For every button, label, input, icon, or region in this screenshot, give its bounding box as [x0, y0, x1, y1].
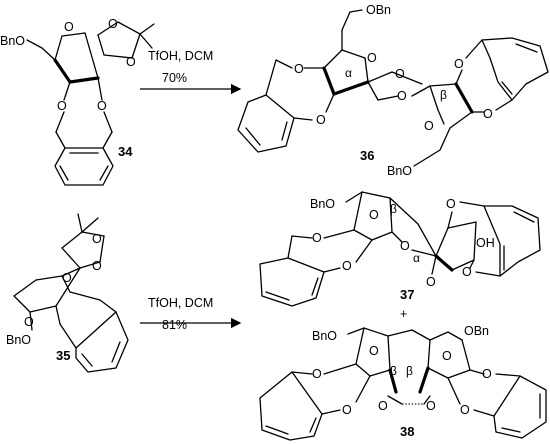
ring-oxygen-37-e: O [446, 197, 456, 211]
compound-38-bno-left: BnO [312, 329, 337, 343]
compound-36-obn-top: OBn [366, 3, 391, 17]
compound-34-structure: BnO O O O O O 34 [0, 17, 155, 186]
spiro-oxygen-a: O [397, 89, 407, 103]
compound-38-obn-right: OBn [464, 324, 489, 338]
dioxolane-oxygen-35-b: O [92, 259, 102, 273]
ring-oxygen-34: O [64, 20, 74, 34]
compound-36-number: 36 [360, 148, 374, 163]
ring-oxygen-35: O [62, 271, 72, 285]
ring-oxygen-38-f: O [342, 403, 352, 417]
products-plus-sign: + [400, 307, 407, 321]
ring-oxygen-36-b: O [294, 62, 304, 76]
ring-oxygen-38-b: O [442, 349, 452, 363]
ring-oxygen-36-c: O [316, 113, 326, 127]
ring-oxygen-38-e: O [312, 367, 322, 381]
anomer-alpha-36: α [345, 66, 352, 80]
ring-oxygen-37-f: O [462, 265, 472, 279]
compound-38-structure: BnO OBn O β O β O O O O [259, 324, 547, 441]
ring-oxygen-34-right: O [97, 99, 107, 113]
compound-34-number: 34 [118, 144, 133, 159]
compound-34-bno-label: BnO [0, 34, 25, 48]
dioxolane-oxygen-b: O [126, 55, 136, 69]
compound-37-oh-label: OH [476, 236, 495, 250]
spiro-oxygen-37: O [400, 239, 410, 253]
compound-36-bno-bottom: BnO [387, 164, 412, 178]
ring-oxygen-37-c: O [342, 259, 352, 273]
spiro-oxygen-b: O [395, 67, 405, 81]
ring-oxygen-37-b: O [312, 231, 322, 245]
compound-35-structure: O O O BnO O 35 [6, 213, 129, 373]
anomer-beta-37: β [390, 202, 397, 216]
ring-oxygen-36-a: O [367, 51, 377, 65]
ring-oxygen-36-e: O [454, 57, 464, 71]
anomer-beta-38-right: β [406, 364, 413, 378]
ring-oxygen-38-d: O [426, 399, 436, 413]
compound-35-number: 35 [56, 348, 70, 363]
ring-oxygen-38-a: O [369, 344, 379, 358]
ring-oxygen-37-d: O [426, 275, 436, 289]
ring-oxygen-38-c: O [378, 399, 388, 413]
anomer-alpha-37: α [413, 251, 420, 265]
compound-36-structure: OBn O α O O O O O [237, 3, 549, 178]
ring-oxygen-38-h: O [460, 403, 470, 417]
dioxolane-oxygen-a: O [108, 17, 118, 31]
reaction1-conditions: TfOH, DCM [148, 49, 213, 63]
ring-oxygen-37-a: O [369, 208, 379, 222]
reaction2-yield: 81% [162, 318, 187, 332]
dioxolane-oxygen-35-a: O [92, 232, 102, 246]
compound-35-bno-label: BnO [6, 333, 31, 347]
ring-oxygen-36-f: O [483, 107, 493, 121]
reaction2-conditions: TfOH, DCM [148, 296, 213, 310]
ring-oxygen-34-left: O [57, 99, 67, 113]
ring-oxygen-38-g: O [482, 367, 492, 381]
compound-37-structure: BnO O β O O O O α OH [259, 191, 541, 307]
compound-38-number: 38 [400, 424, 414, 439]
compound-37-number: 37 [400, 287, 414, 302]
compound-37-bno-label: BnO [310, 197, 335, 211]
reaction1-yield: 70% [162, 71, 187, 85]
anomer-beta-36: β [440, 88, 447, 102]
anomer-beta-38-left: β [390, 364, 397, 378]
ring-oxygen-36-d: O [424, 119, 434, 133]
ring-oxygen-35-b: O [24, 315, 34, 329]
